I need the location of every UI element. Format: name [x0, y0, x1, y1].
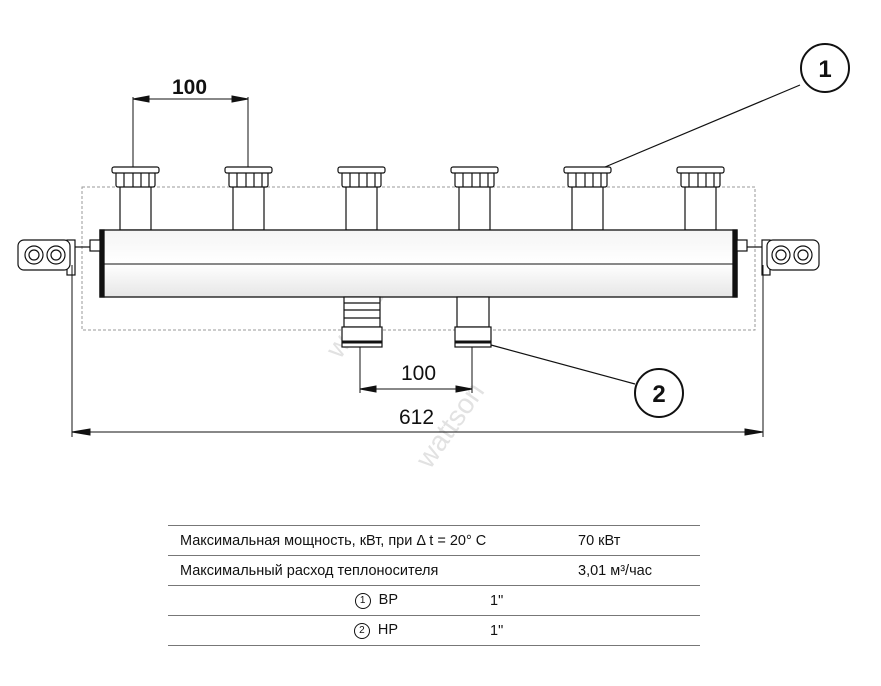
spec-row-power: Максимальная мощность, кВт, при Δ t = 20…: [168, 525, 700, 556]
dimension-overall-length: 612: [399, 406, 434, 429]
spec-table: Максимальная мощность, кВт, при Δ t = 20…: [168, 525, 700, 646]
callout-2: 2: [490, 344, 684, 418]
thread-1-value: 1": [398, 585, 566, 616]
callout-2-label: 2: [652, 381, 665, 408]
outlet-1: [111, 166, 160, 231]
dimension-lines: [71, 95, 764, 437]
thread-2-value: 1": [398, 615, 566, 646]
spec-row-thread-2: 2 НР 1": [168, 615, 700, 646]
thread-1-marker: 1: [354, 593, 371, 609]
dashed-envelope: [81, 186, 756, 331]
top-outlets: [111, 166, 725, 231]
thread-2-marker: 2: [353, 623, 370, 639]
outlet-6: [676, 166, 725, 231]
spec-power-label: Максимальная мощность, кВт, при Δ t = 20…: [168, 525, 566, 556]
dimension-supply-spacing: 100: [401, 362, 436, 385]
manifold-drawing: wattson wattson: [17, 43, 850, 474]
left-bracket: [17, 239, 101, 276]
outlet-3: [337, 166, 386, 231]
spec-row-thread-1: 1 ВР 1": [168, 585, 700, 616]
spec-flow-value: 3,01 м³/час: [566, 555, 700, 586]
spec-power-value: 70 кВт: [566, 525, 700, 556]
thread-2-label: НР: [377, 622, 398, 638]
callout-1: 1: [604, 43, 850, 168]
manifold-body: [99, 229, 738, 298]
right-bracket: [736, 239, 820, 276]
dimension-outlet-spacing: 100: [172, 76, 207, 99]
outlet-4: [450, 166, 499, 231]
bottom-pipe-1: [341, 296, 383, 348]
spec-row-flow: Максимальный расход теплоносителя 3,01 м…: [168, 555, 700, 586]
thread-1-label: ВР: [378, 592, 398, 608]
spec-flow-label: Максимальный расход теплоносителя: [168, 555, 566, 586]
callout-1-label: 1: [818, 56, 831, 83]
bottom-pipe-2: [454, 296, 492, 348]
outlet-2: [224, 166, 273, 231]
outlet-5: [563, 166, 612, 231]
bottom-pipes: [341, 296, 492, 348]
